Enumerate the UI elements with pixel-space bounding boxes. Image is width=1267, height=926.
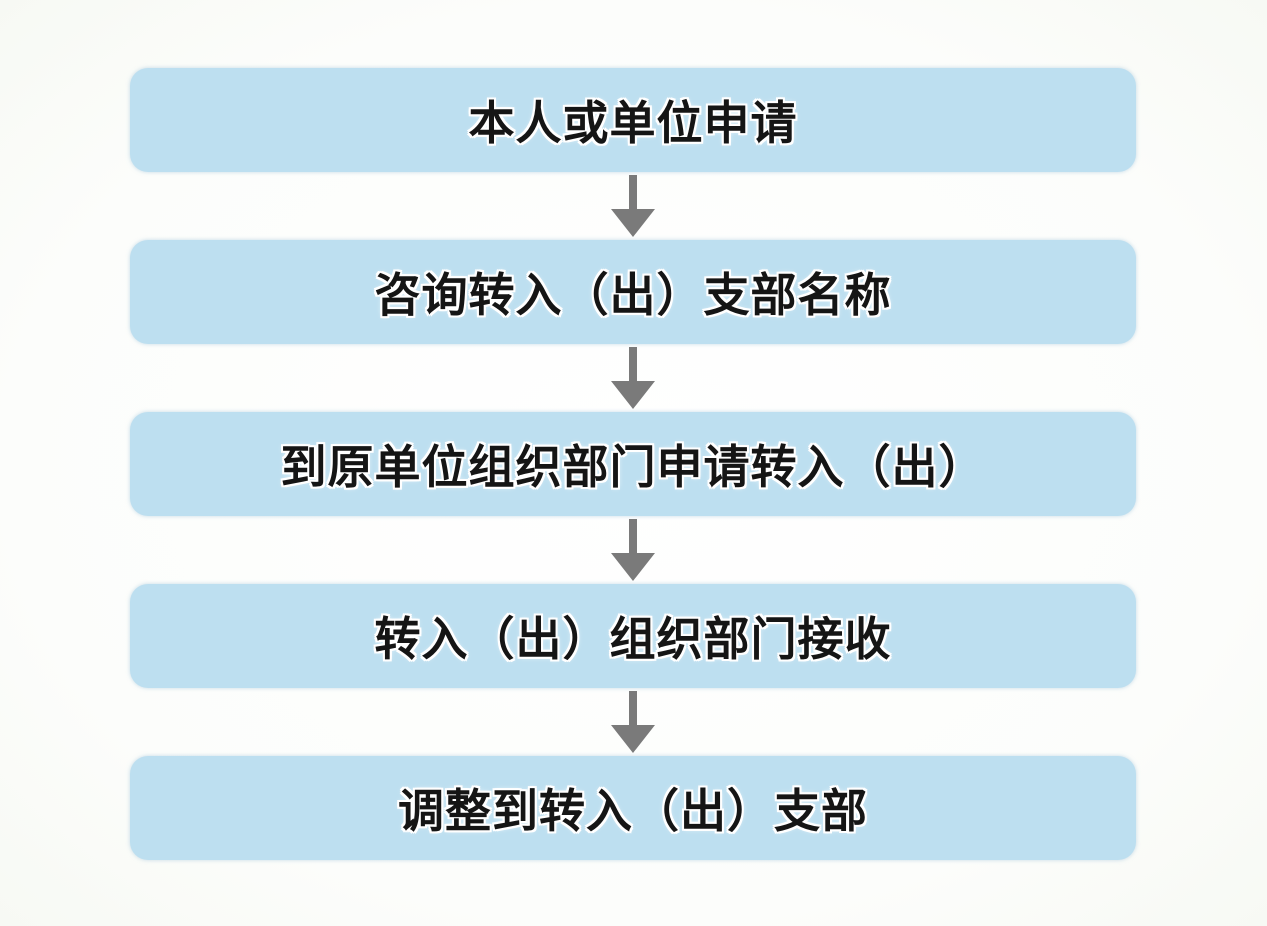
step-box-3: 到原单位组织部门申请转入（出） — [130, 412, 1136, 516]
step-label-1: 本人或单位申请 — [468, 96, 798, 150]
down-arrow-icon — [611, 347, 655, 409]
step-label-2: 咨询转入（出）支部名称 — [374, 268, 892, 322]
step-label-4: 转入（出）组织部门接收 — [374, 612, 892, 666]
step-box-2: 咨询转入（出）支部名称 — [130, 240, 1136, 344]
step-box-4: 转入（出）组织部门接收 — [130, 584, 1136, 688]
down-arrow-icon — [611, 175, 655, 237]
step-box-5: 调整到转入（出）支部 — [130, 756, 1136, 860]
step-label-5: 调整到转入（出）支部 — [398, 784, 868, 838]
step-box-1: 本人或单位申请 — [130, 68, 1136, 172]
down-arrow-icon — [611, 519, 655, 581]
down-arrow-icon — [611, 691, 655, 753]
step-label-3: 到原单位组织部门申请转入（出） — [280, 440, 986, 494]
